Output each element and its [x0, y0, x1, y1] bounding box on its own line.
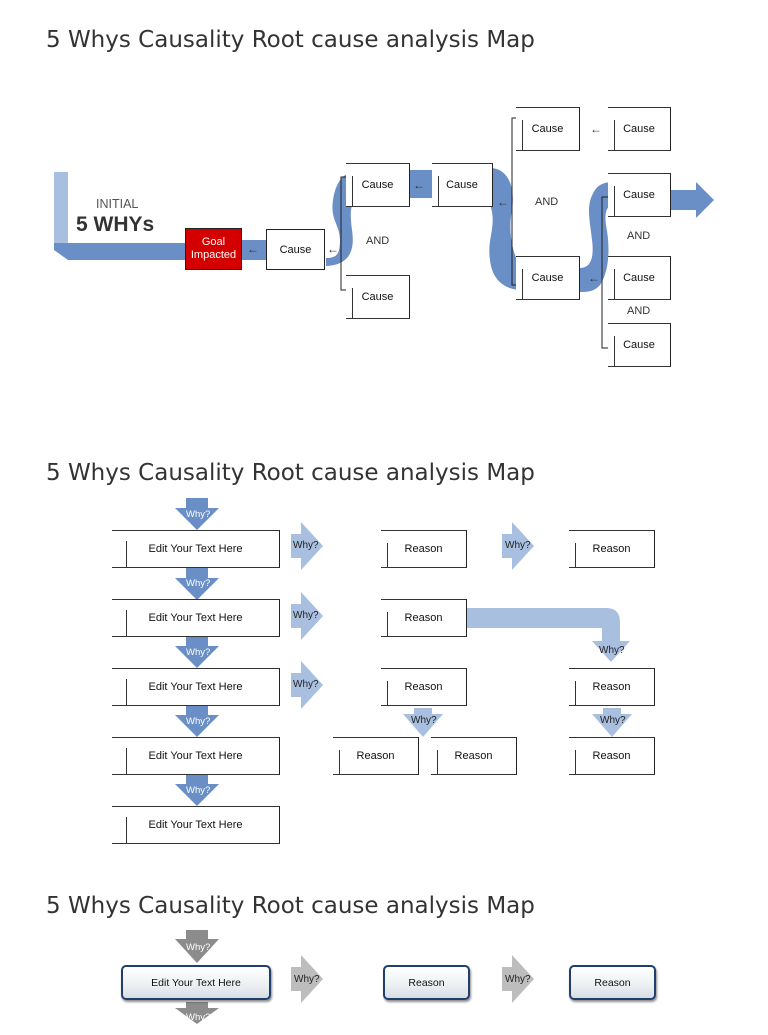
why-down-arrow — [175, 498, 219, 530]
why-right-arrow — [291, 661, 323, 709]
section2-arrows — [175, 498, 632, 806]
flow-band-goal-cause — [240, 240, 270, 260]
reason-box-styled[interactable]: Reason — [383, 965, 470, 1000]
goal-line2: Impacted — [190, 249, 237, 261]
cause-box[interactable]: Cause — [608, 323, 671, 367]
why-down-arrow-gray — [175, 930, 219, 963]
why-right-arrow — [502, 522, 534, 570]
why-down-arrow-light — [403, 708, 443, 737]
cause-box[interactable]: Cause — [432, 163, 493, 207]
and-label: AND — [366, 235, 390, 247]
five-whys-label: 5 WHYs — [76, 213, 155, 236]
goal-line1: Goal — [201, 236, 226, 248]
arrow-left-icon: ← — [247, 242, 259, 256]
arrow-left-icon: ← — [588, 271, 600, 285]
reason-box[interactable]: Reason — [381, 599, 467, 637]
cause-box[interactable]: Cause — [516, 107, 580, 151]
section2-title: 5 Whys Causality Root cause analysis Map — [46, 460, 535, 486]
connector-and-3 — [601, 196, 613, 349]
and-label: AND — [627, 230, 651, 242]
why-label: Why? — [186, 647, 211, 658]
why-label: Why? — [293, 540, 319, 551]
step-box-styled[interactable]: Edit Your Text Here — [121, 965, 271, 1000]
cause-box[interactable]: Cause — [608, 107, 671, 151]
reason-box[interactable]: Reason — [381, 668, 467, 706]
why-down-arrow — [175, 568, 219, 600]
why-bent-arrow — [466, 608, 630, 662]
why-label: Why? — [186, 578, 211, 589]
why-label: Why? — [294, 974, 320, 985]
reason-box[interactable]: Reason — [569, 668, 655, 706]
cause-box[interactable]: Cause — [608, 256, 671, 300]
step-box[interactable]: Edit Your Text Here — [112, 530, 280, 568]
section1-title: 5 Whys Causality Root cause analysis Map — [46, 27, 535, 53]
exit-arrow — [670, 182, 714, 218]
why-label: Why? — [600, 715, 626, 726]
why-label: Why? — [186, 942, 211, 953]
cause-box[interactable]: Cause — [266, 229, 325, 270]
why-label: Why? — [186, 509, 211, 520]
initial-flow-bar-vertical — [54, 172, 68, 243]
cause-box[interactable]: Cause — [608, 173, 671, 217]
flow-curve-2 — [488, 168, 522, 290]
reason-box[interactable]: Reason — [431, 737, 517, 775]
why-right-arrow-gray — [291, 955, 323, 1003]
why-right-arrow-gray — [502, 955, 534, 1003]
section3-title: 5 Whys Causality Root cause analysis Map — [46, 893, 535, 919]
why-label: Why? — [505, 540, 531, 551]
why-down-arrow — [175, 774, 219, 806]
why-right-arrow — [291, 592, 323, 640]
reason-box[interactable]: Reason — [381, 530, 467, 568]
arrow-left-icon: ← — [497, 195, 509, 209]
section3-arrows — [175, 930, 534, 1024]
cause-box[interactable]: Cause — [346, 163, 410, 207]
why-label: Why? — [293, 679, 319, 690]
reason-box[interactable]: Reason — [569, 530, 655, 568]
why-down-arrow-light — [592, 708, 632, 737]
why-label: Why? — [186, 785, 211, 796]
why-label: Why? — [411, 715, 437, 726]
and-label: AND — [627, 305, 651, 317]
reason-box-styled[interactable]: Reason — [569, 965, 656, 1000]
why-label: Why? — [186, 1012, 211, 1023]
flow-curve-3 — [580, 182, 614, 292]
why-label: Why? — [505, 974, 531, 985]
goal-impacted-box[interactable]: Goal Impacted — [185, 228, 242, 270]
reason-box[interactable]: Reason — [569, 737, 655, 775]
why-label: Why? — [293, 610, 319, 621]
cause-box[interactable]: Cause — [346, 275, 410, 319]
why-down-arrow-gray — [175, 1002, 219, 1024]
arrow-left-icon: ← — [413, 178, 425, 192]
arrow-left-icon: ← — [590, 122, 602, 136]
cause-box[interactable]: Cause — [516, 256, 580, 300]
initial-label: INITIAL — [96, 197, 139, 211]
step-box[interactable]: Edit Your Text Here — [112, 599, 280, 637]
why-down-arrow — [175, 636, 219, 668]
step-box[interactable]: Edit Your Text Here — [112, 668, 280, 706]
reason-box[interactable]: Reason — [333, 737, 419, 775]
why-right-arrow — [291, 522, 323, 570]
and-label: AND — [535, 196, 559, 208]
step-box[interactable]: Edit Your Text Here — [112, 806, 280, 844]
why-label: Why? — [599, 645, 625, 656]
arrow-left-icon: ← — [327, 242, 339, 256]
step-box[interactable]: Edit Your Text Here — [112, 737, 280, 775]
why-label: Why? — [186, 716, 211, 727]
initial-flow-bar-horizontal — [54, 243, 186, 260]
why-down-arrow — [175, 705, 219, 737]
